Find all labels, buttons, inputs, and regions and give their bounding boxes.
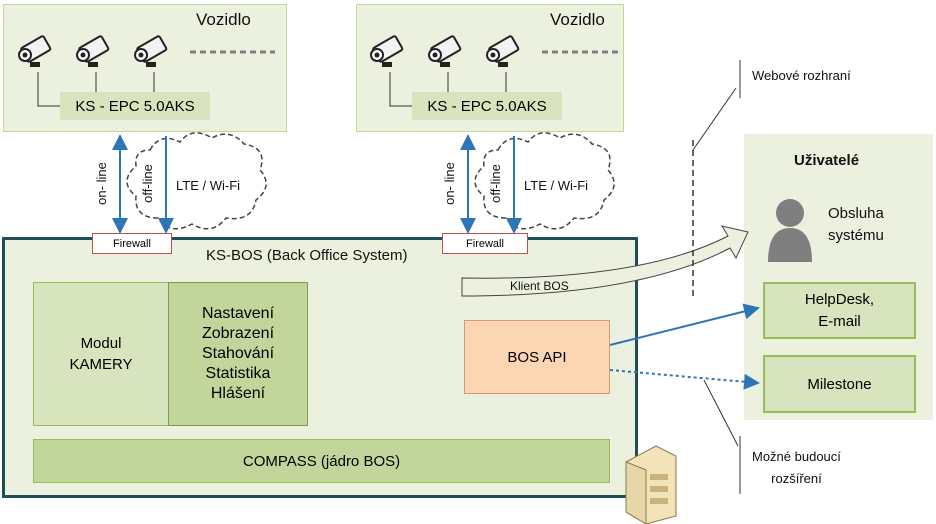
camera-module-box: Modul KAMERY xyxy=(33,282,169,426)
bos-api-box: BOS API xyxy=(464,320,610,394)
compass-core-box: COMPASS (jádro BOS) xyxy=(33,439,610,483)
vehicle-controller-1: KS - EPC 5.0AKS xyxy=(60,92,210,120)
functions-box: Nastavení Zobrazení Stahování Statistika… xyxy=(168,282,308,426)
function-download: Stahování xyxy=(201,345,275,362)
function-reports: Hlášení xyxy=(210,385,266,402)
client-arrow xyxy=(461,225,749,297)
server-icon xyxy=(625,445,677,524)
cloud-icon-2 xyxy=(474,132,615,230)
wireless-label-1: LTE / Wi-Fi xyxy=(176,178,241,193)
online-label-2: on- line xyxy=(441,162,457,205)
function-statistics: Statistika xyxy=(205,365,271,382)
vehicle-title-2: Vozidlo xyxy=(550,10,605,29)
user-icon xyxy=(768,199,812,262)
client-bos-label: Klient BOS xyxy=(510,279,569,293)
offline-label-1: off-line xyxy=(139,164,155,203)
function-display: Zobrazení xyxy=(201,325,275,342)
offline-label-2: off-line xyxy=(487,164,503,203)
vehicle-title-1: Vozidlo xyxy=(196,10,251,29)
operator-label: Obsluha systému xyxy=(828,205,884,244)
firewall-2: Firewall xyxy=(442,233,528,254)
function-settings: Nastavení xyxy=(201,305,275,322)
vehicle-2-cameras xyxy=(370,34,618,107)
users-title: Uživatelé xyxy=(794,152,860,169)
vehicle-1-cameras xyxy=(18,34,275,107)
bos-title: KS-BOS (Back Office System) xyxy=(206,247,408,264)
firewall-1: Firewall xyxy=(92,233,172,254)
vehicle-controller-2: KS - EPC 5.0AKS xyxy=(412,92,562,120)
online-label-1: on- line xyxy=(93,162,109,205)
helpdesk-box: HelpDesk, E-mail xyxy=(763,282,916,339)
milestone-box: Milestone xyxy=(763,355,916,413)
future-extension-label: Možné budoucí rozšíření xyxy=(752,449,841,486)
cloud-icon xyxy=(126,132,267,230)
wireless-label-2: LTE / Wi-Fi xyxy=(524,178,589,193)
web-interface-label: Webové rozhraní xyxy=(752,68,851,83)
